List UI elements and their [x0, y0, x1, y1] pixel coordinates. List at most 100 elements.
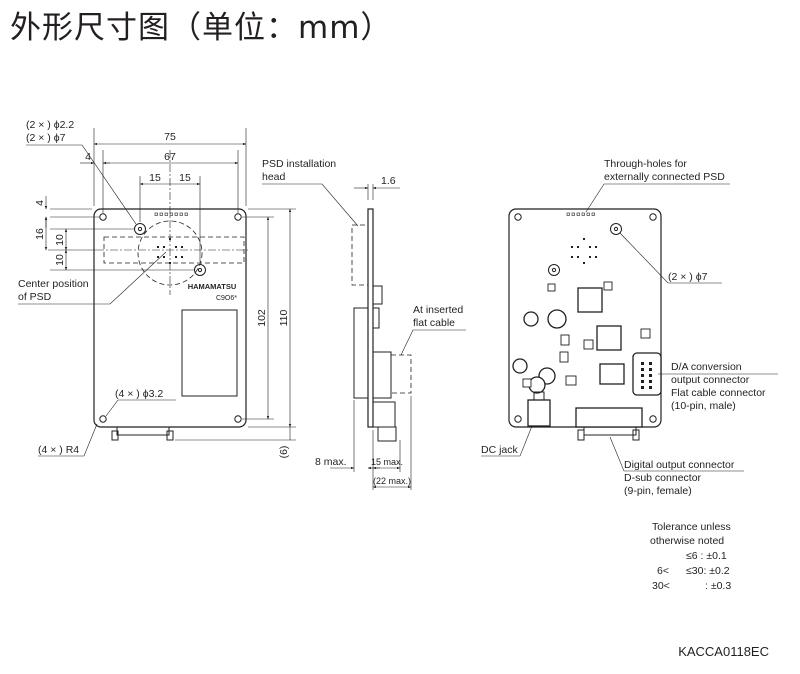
label-da-4: (10-pin, male)	[671, 400, 736, 412]
comp-ic-1	[577, 287, 603, 313]
side-flat-cable	[390, 354, 412, 394]
mount-hole-tr	[234, 213, 242, 221]
back-mount-hole-tl	[514, 213, 522, 221]
label-digital-3: (9-pin, female)	[624, 485, 692, 497]
back-hole-phi7-b	[548, 264, 560, 276]
dim-4-left: 4	[34, 200, 46, 206]
dim-4-top: 4	[85, 151, 91, 163]
tolerance-block: Tolerance unless otherwise noted ≤6 : ±0…	[650, 521, 731, 592]
dim-10-a: 10	[54, 234, 66, 246]
leader-back-hole	[619, 232, 722, 284]
back-view: Through-holes for externally connected P…	[481, 158, 778, 497]
front-connector-screw-l	[111, 430, 119, 441]
back-hole-inner-b	[551, 267, 557, 273]
comp-small-7	[522, 378, 532, 388]
dc-jack-body	[527, 399, 551, 427]
mount-hole-br	[234, 415, 242, 423]
dim-110: 110	[278, 309, 290, 326]
side-view: PSD installation head 1.6 At inserted fl…	[262, 158, 466, 490]
dsub-shell	[583, 426, 637, 436]
tolerance-row-3b: : ±0.3	[705, 580, 731, 592]
tolerance-line-1: Tolerance unless	[652, 521, 731, 533]
dsub-screw-r	[632, 429, 640, 441]
da-flat-cable-connector	[632, 352, 662, 396]
back-mount-hole-bl	[514, 415, 522, 423]
label-through-holes-2: externally connected PSD	[604, 171, 725, 183]
brand-logo: HAMAMATSU	[188, 282, 237, 291]
back-hole-inner-a	[613, 226, 619, 232]
comp-cap-2	[547, 309, 567, 329]
dsub-screw-l	[577, 429, 585, 441]
leader-digital	[609, 436, 744, 472]
mount-hole-bl	[99, 415, 107, 423]
dim-67: 67	[164, 151, 176, 163]
side-psd-head	[351, 224, 369, 286]
leader-psd-head	[262, 183, 359, 227]
hole-phi2-b	[197, 267, 203, 273]
display-window	[181, 309, 238, 397]
label-8max: 8 max.	[315, 456, 347, 468]
comp-ic-2	[596, 325, 622, 351]
comp-cap-1	[523, 311, 539, 327]
back-mount-hole-tr	[649, 213, 657, 221]
comp-small-2	[603, 281, 613, 291]
side-dsub-body	[377, 426, 397, 442]
comp-small-8	[565, 375, 577, 386]
label-through-holes-1: Through-holes for	[604, 158, 687, 170]
back-mount-hole-br	[649, 415, 657, 423]
tolerance-row-3a: 30<	[652, 580, 670, 592]
tolerance-row-2a: 6<	[657, 565, 669, 577]
comp-cap-3	[512, 358, 528, 374]
back-pin-row	[566, 212, 595, 216]
label-da-3: Flat cable connector	[671, 387, 766, 399]
label-da-2: output connector	[671, 374, 750, 386]
label-22max: (22 max.)	[373, 476, 411, 486]
leader-corner-radius	[38, 423, 98, 457]
psd-head-circle	[137, 220, 203, 286]
dim-16: 16	[34, 228, 46, 240]
dim-6: (6)	[278, 446, 290, 459]
label-psd-head-1: PSD installation	[262, 158, 336, 170]
leader-through-holes	[585, 183, 730, 213]
model-label: C9O6*	[216, 295, 237, 302]
back-psd-dots	[571, 238, 597, 264]
label-digital-1: Digital output connector	[624, 459, 735, 471]
side-component-a	[372, 285, 383, 305]
dim-15-b: 15	[179, 172, 191, 184]
dim-10-b: 10	[54, 254, 66, 266]
dsub-body	[575, 407, 643, 428]
hole-phi7-b	[194, 264, 206, 276]
label-hole-phi7: (2 × ) ϕ7	[26, 132, 66, 144]
label-da-1: D/A conversion	[671, 361, 742, 373]
label-digital-2: D-sub connector	[624, 472, 702, 484]
label-mount-hole: (4 × ) ϕ3.2	[115, 388, 163, 400]
page-title: 外形尺寸图（单位：mm）	[10, 10, 393, 46]
tolerance-line-2: otherwise noted	[650, 535, 724, 547]
leader-dc-jack	[481, 425, 533, 457]
leader-hole	[26, 144, 137, 225]
label-center-psd-2: of PSD	[18, 291, 52, 303]
tolerance-row-1: ≤6 : ±0.1	[686, 550, 727, 562]
back-hole-phi7-a	[610, 223, 622, 235]
da-connector-pins	[641, 362, 652, 389]
dim-102: 102	[256, 309, 268, 327]
front-connector-screw-r	[166, 430, 174, 441]
label-psd-head-2: head	[262, 171, 286, 183]
label-dc-jack: DC jack	[481, 444, 519, 456]
hole-phi2-a	[137, 226, 143, 232]
label-corner-radius: (4 × ) R4	[38, 444, 79, 456]
drawing-code: KACCA0118EC	[678, 644, 769, 659]
dim-75: 75	[164, 131, 176, 143]
label-15max: 15 max.	[371, 457, 403, 467]
psd-pin-dots	[157, 238, 183, 264]
side-component-b	[372, 307, 380, 329]
comp-small-6	[640, 328, 651, 339]
label-inserted-1: At inserted	[413, 304, 463, 316]
front-view: HAMAMATSU C9O6* 75 67 4 15 15	[18, 119, 296, 458]
leader-mount-hole	[105, 399, 176, 417]
tolerance-row-2b: ≤30: ±0.2	[686, 565, 730, 577]
label-inserted-2: flat cable	[413, 317, 455, 329]
side-flat-connector	[372, 351, 392, 399]
side-dsub	[372, 401, 396, 428]
